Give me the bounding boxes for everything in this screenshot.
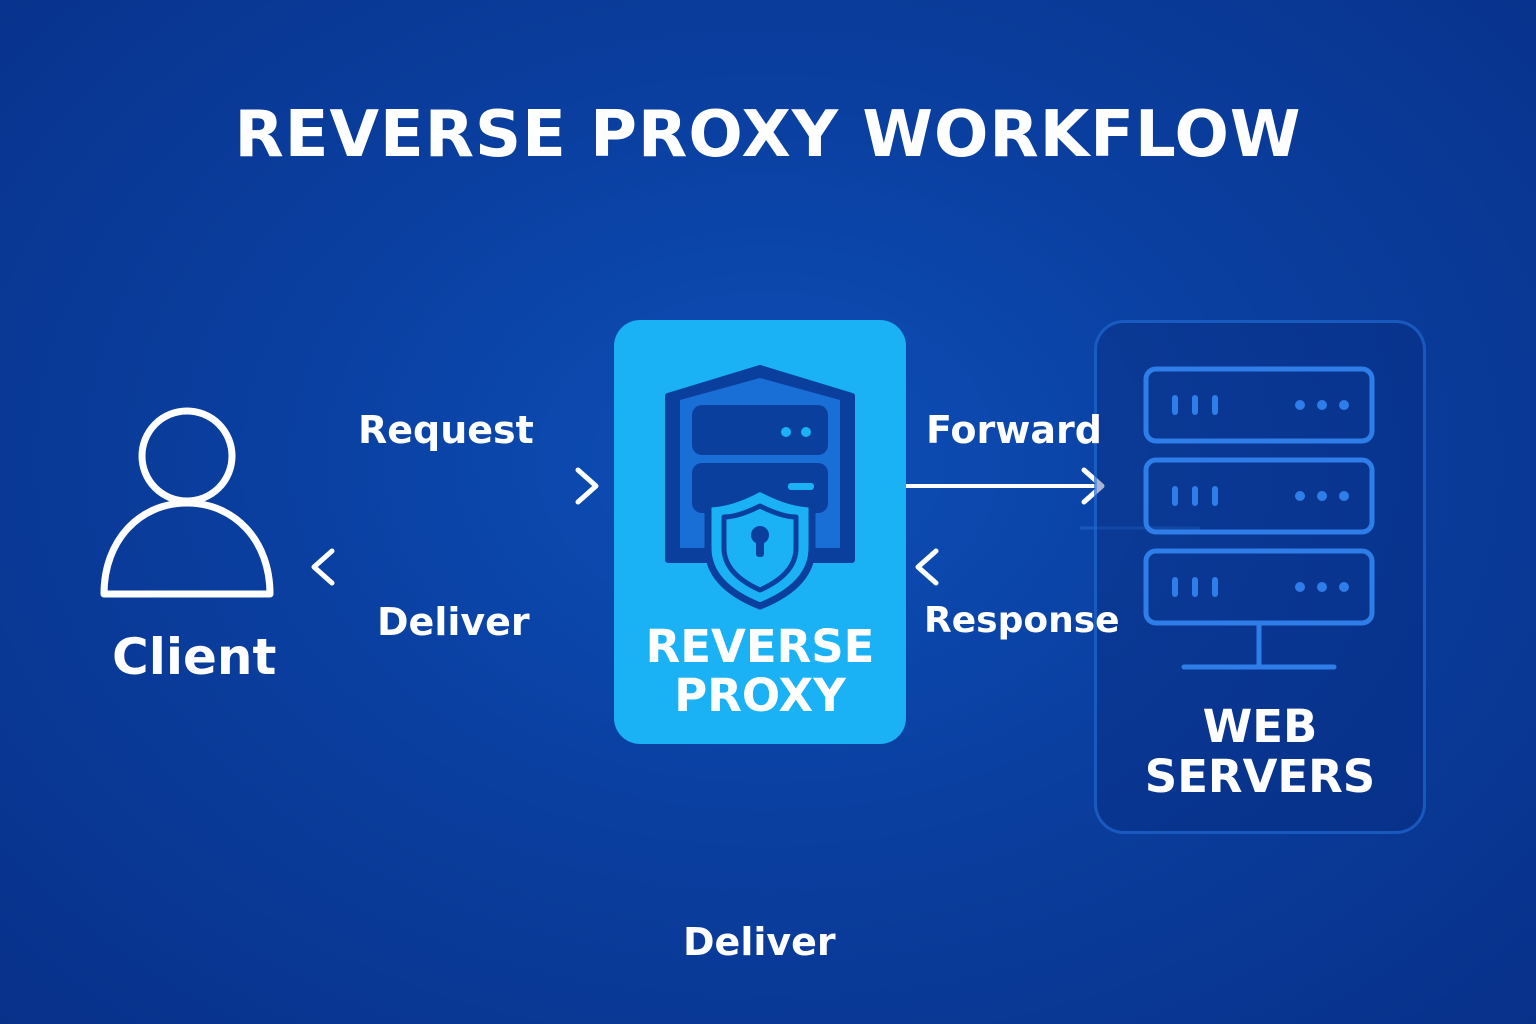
deliver-label: Deliver (377, 600, 530, 644)
forward-label: Forward (926, 408, 1102, 452)
web-servers-label-line2: SERVERS (1144, 750, 1376, 803)
response-label: Response (924, 600, 1120, 641)
user-icon (100, 407, 274, 598)
request-label: Request (358, 408, 534, 452)
request-arrow (268, 467, 599, 505)
reverse-proxy-label-line2: PROXY (674, 669, 846, 722)
client-label: Client (112, 628, 277, 686)
reverse-proxy-label-line1: REVERSE (645, 620, 875, 673)
web-servers-label-line1: WEB (1202, 700, 1318, 753)
deliver-arrow (311, 548, 614, 586)
bottom-deliver-label: Deliver (683, 920, 836, 964)
forward-arrow (906, 467, 1105, 505)
page-title: REVERSE PROXY WORKFLOW (234, 98, 1302, 172)
web-servers-label: WEB SERVERS (1094, 702, 1426, 802)
reverse-proxy-label: REVERSE PROXY (614, 622, 906, 720)
